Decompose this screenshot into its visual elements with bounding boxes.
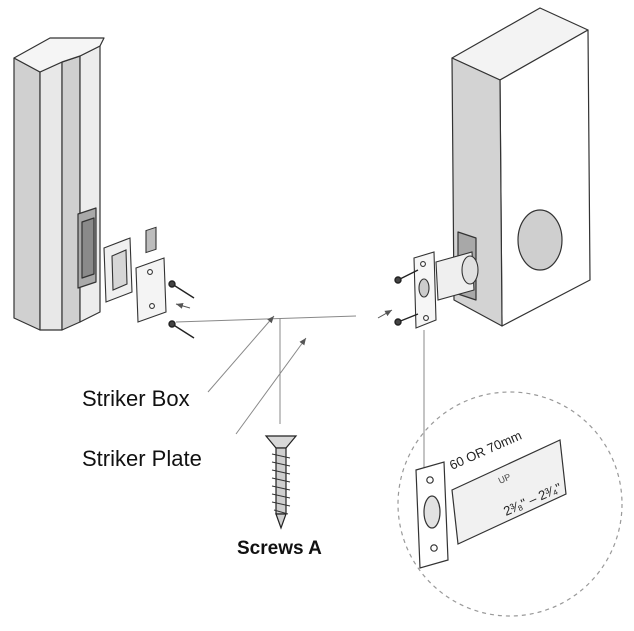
door-frame [13,37,105,331]
striker-box-label: Striker Box [82,386,190,411]
insert-arrows [175,303,393,319]
screws-a-label: Screws A [237,538,322,559]
latch-screws [394,269,419,326]
striker-box [103,237,133,303]
bore-hole [517,209,563,271]
striker-plate [135,226,167,323]
latch-detail: 60 OR 70mm UP 2³⁄₈" – 2³⁄₄" [415,428,567,569]
detail-up-label: UP [497,472,513,486]
striker-plate-label: Striker Plate [82,446,202,471]
striker-screws [168,280,195,339]
detail-circle [397,391,623,617]
latch [413,251,479,329]
screw-a [264,435,298,530]
leader-lines [175,315,425,470]
